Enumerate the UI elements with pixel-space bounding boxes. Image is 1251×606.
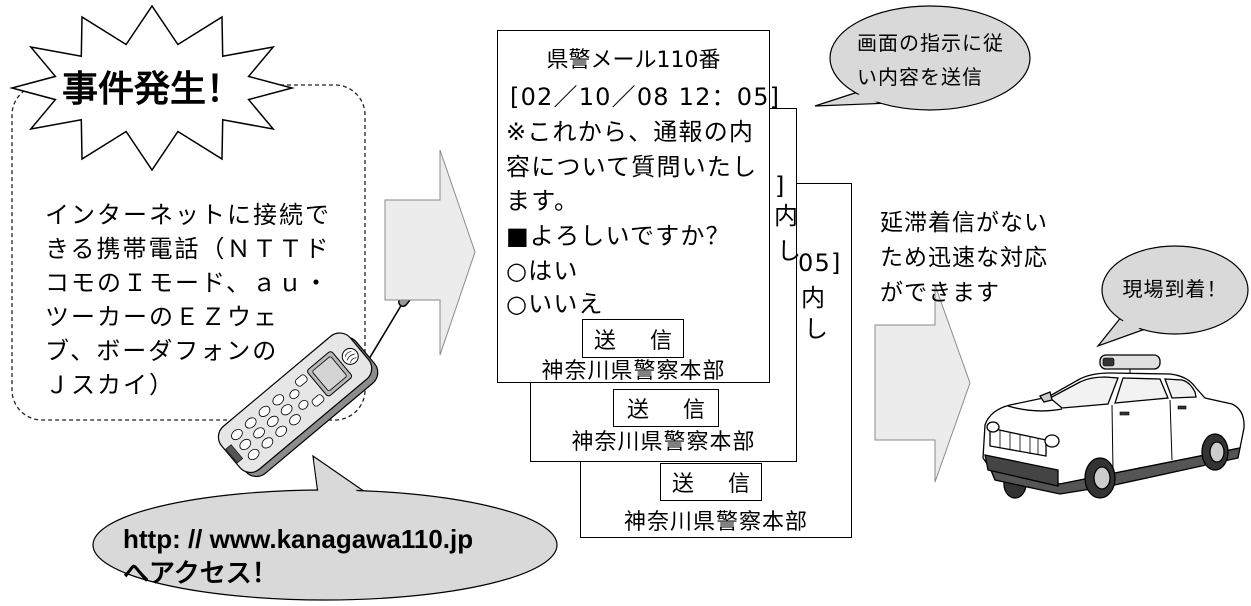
screen-timestamp: [02／10／08 12：05] bbox=[510, 83, 781, 111]
screen-card-front: 県警メール110番 [02／10／08 12：05] ※これから、通報の内 容に… bbox=[497, 30, 779, 384]
screen-footer: 神奈川県警察本部 bbox=[623, 510, 808, 535]
screen-text-fragment: し bbox=[777, 237, 803, 265]
instruction-line: 画面の指示に従 bbox=[857, 31, 1004, 55]
screen-text-fragment: 05] bbox=[798, 249, 842, 277]
instruction-bubble-text: 画面の指示に従 い内容を送信 bbox=[857, 26, 1004, 94]
phone-description-box bbox=[11, 84, 366, 421]
arrival-label: 現場到着！ bbox=[1122, 277, 1228, 301]
send-button: 送 信 bbox=[660, 463, 762, 501]
access-url: http: // www.kanagawa110.jp bbox=[123, 524, 474, 554]
arrival-speech-bubble bbox=[1096, 245, 1249, 348]
instruction-speech-bubble bbox=[814, 5, 1031, 111]
option-yes: ○はい bbox=[506, 257, 579, 285]
phone-description-line: Ｊスカイ） bbox=[45, 371, 175, 399]
send-button: 送 信 bbox=[582, 319, 684, 358]
benefit-line: ができます bbox=[880, 280, 1000, 306]
access-instruction: http: // www.kanagawa110.jp へアクセス！ bbox=[123, 522, 473, 590]
mobile-phone-icon bbox=[217, 278, 423, 478]
screen-text-fragment: し bbox=[804, 315, 830, 343]
benefit-text: 延滞着信がない ため迅速な対応 ができます bbox=[880, 206, 1048, 311]
screen-message-line: ※これから、通報の内 bbox=[506, 118, 755, 146]
screen-text-fragment: 内 bbox=[774, 202, 800, 230]
benefit-line: ため迅速な対応 bbox=[880, 245, 1048, 271]
access-call-to-action: へアクセス！ bbox=[123, 558, 278, 588]
send-button: 送 信 bbox=[613, 389, 719, 427]
screen-title: 県警メール110番 bbox=[546, 48, 721, 73]
screen-text-fragment: ] bbox=[775, 172, 786, 200]
police-car-icon bbox=[982, 354, 1245, 499]
instruction-line: い内容を送信 bbox=[857, 65, 983, 89]
benefit-line: 延滞着信がない bbox=[880, 210, 1048, 236]
access-speech-bubble bbox=[92, 454, 558, 601]
right-arrow-icon bbox=[874, 284, 971, 483]
phone-description-line: コモのＩモード、ａｕ・ bbox=[45, 269, 331, 297]
phone-description: インターネットに接続で きる携帯電話（ＮＴＴド コモのＩモード、ａｕ・ ツーカー… bbox=[45, 198, 331, 402]
screen-footer: 神奈川県警察本部 bbox=[571, 430, 756, 455]
incident-label: 事件発生！ bbox=[61, 69, 242, 110]
phone-description-line: きる携帯電話（ＮＴＴド bbox=[45, 235, 331, 263]
phone-description-line: ブ、ボーダフォンの bbox=[45, 337, 279, 365]
phone-description-line: インターネットに接続で bbox=[45, 201, 331, 229]
screen-message-line: ます。 bbox=[506, 187, 580, 215]
phone-description-line: ツーカーのＥＺウェ bbox=[45, 303, 279, 331]
screen-question: ■よろしいですか？ bbox=[506, 222, 731, 250]
option-no: ○いいえ bbox=[506, 290, 604, 318]
right-arrow-icon bbox=[384, 149, 476, 356]
screen-message-line: 容について質問いたし bbox=[506, 153, 758, 181]
screen-footer: 神奈川県警察本部 bbox=[541, 359, 726, 384]
incident-starburst bbox=[9, 4, 295, 172]
screen-text-fragment: 内 bbox=[801, 284, 827, 312]
